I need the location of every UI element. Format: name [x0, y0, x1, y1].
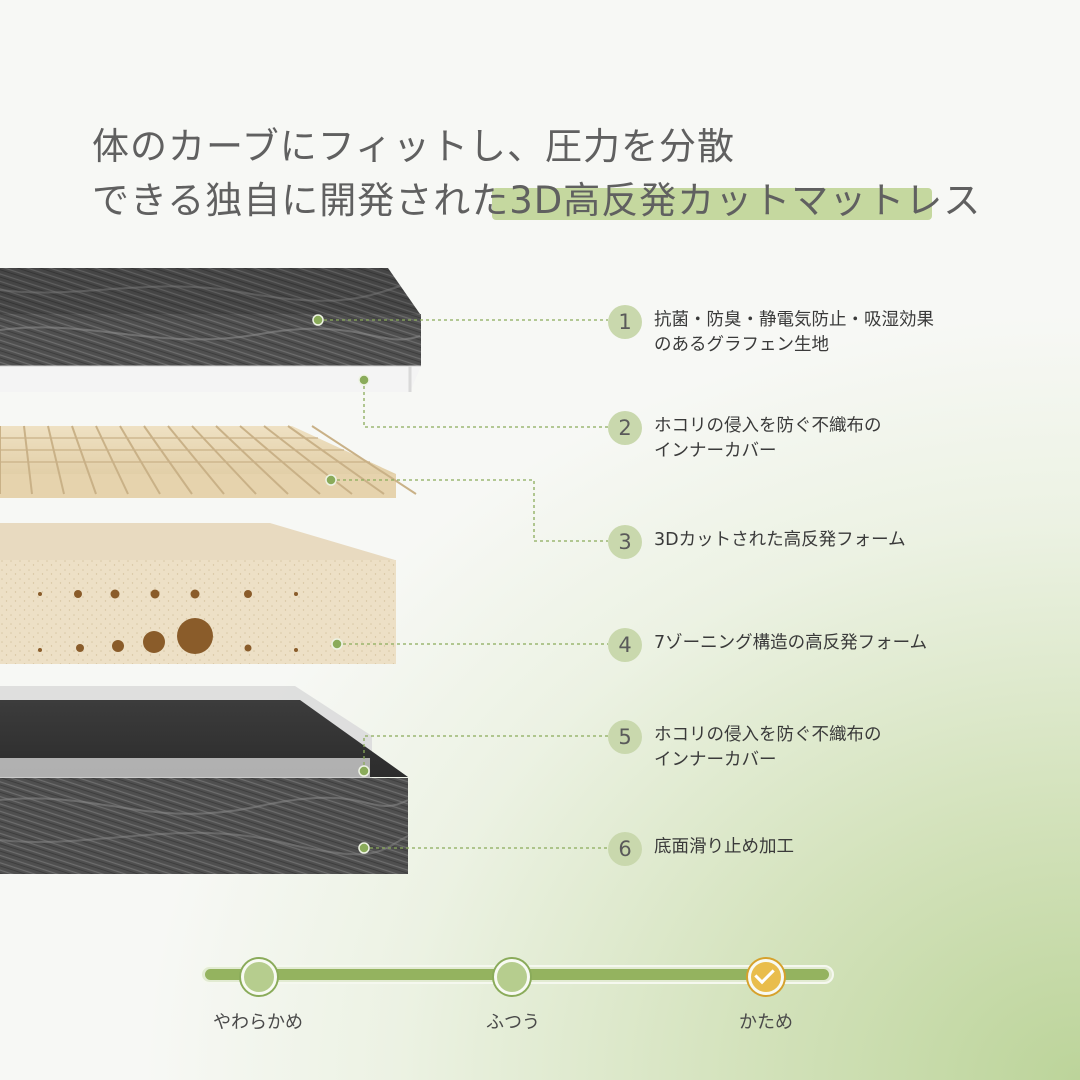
callout-text-line: ホコリの侵入を防ぐ不織布の	[654, 725, 882, 745]
callout-3: 3 3Dカットされた高反発フォーム	[608, 525, 906, 559]
callout-text-6: 底面滑り止め加工	[654, 832, 794, 860]
callout-leaders	[318, 319, 608, 849]
callout-number-3: 3	[608, 525, 642, 559]
callout-text-line: インナーカバー	[654, 441, 777, 461]
callout-text-5: ホコリの侵入を防ぐ不織布の インナーカバー	[654, 720, 882, 773]
callout-number-5: 5	[608, 720, 642, 754]
callout-4: 4 7ゾーニング構造の高反発フォーム	[608, 628, 927, 662]
layer-graphene-fabric	[0, 268, 421, 366]
callout-number-4: 4	[608, 628, 642, 662]
callout-number-1: 1	[608, 305, 642, 339]
headline-line-2: できる独自に開発された3D高反発カットマットレス	[92, 179, 982, 222]
layer-inner-cover-top	[0, 365, 421, 392]
callout-text-line: 7ゾーニング構造の高反発フォーム	[654, 633, 928, 653]
callout-anchor-dots	[312, 314, 370, 854]
callout-text-line: のあるグラフェン生地	[654, 335, 829, 355]
callout-6: 6 底面滑り止め加工	[608, 832, 794, 866]
callout-text-3: 3Dカットされた高反発フォーム	[654, 525, 906, 553]
callout-1: 1 抗菌・防臭・静電気防止・吸湿効果 のあるグラフェン生地	[608, 305, 934, 358]
callout-text-1: 抗菌・防臭・静電気防止・吸湿効果 のあるグラフェン生地	[654, 305, 934, 358]
callout-text-line: 3Dカットされた高反発フォーム	[654, 530, 906, 550]
callout-text-line: 底面滑り止め加工	[654, 837, 794, 857]
headline-line-1: 体のカーブにフィットし、圧力を分散	[92, 125, 736, 168]
callout-5: 5 ホコリの侵入を防ぐ不織布の インナーカバー	[608, 720, 882, 773]
callout-text-4: 7ゾーニング構造の高反発フォーム	[654, 628, 927, 656]
layer-7-zone-foam	[0, 523, 396, 664]
callout-number-2: 2	[608, 411, 642, 445]
callout-text-line: 抗菌・防臭・静電気防止・吸湿効果	[654, 310, 934, 330]
callout-text-line: ホコリの侵入を防ぐ不織布の	[654, 416, 882, 436]
callout-number-6: 6	[608, 832, 642, 866]
layer-3d-cut-foam	[0, 425, 417, 498]
callout-text-2: ホコリの侵入を防ぐ不織布の インナーカバー	[654, 411, 882, 464]
callout-2: 2 ホコリの侵入を防ぐ不織布の インナーカバー	[608, 411, 882, 464]
headline-highlight	[492, 188, 932, 220]
layer-anti-slip-base	[0, 700, 409, 874]
callout-text-line: インナーカバー	[654, 750, 777, 770]
